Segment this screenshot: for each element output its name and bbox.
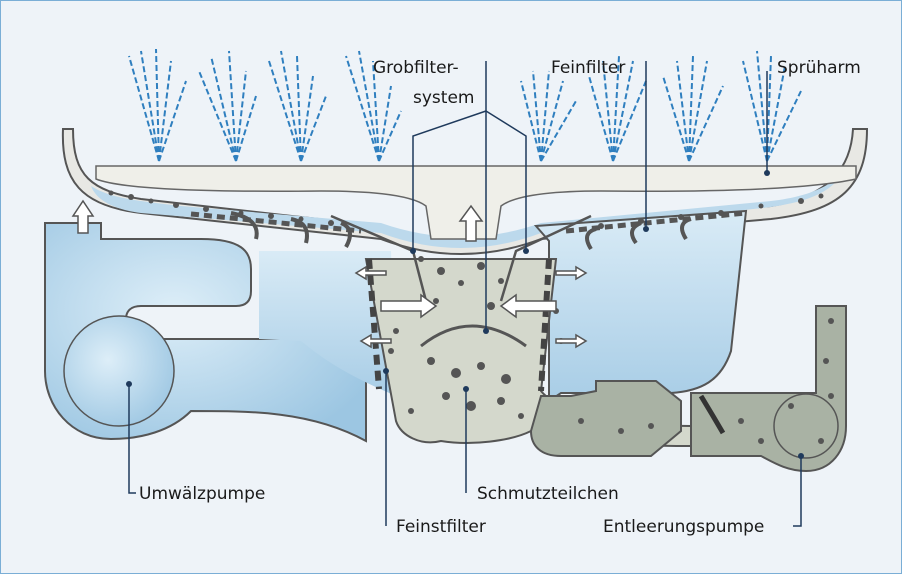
spray-jet (663, 56, 723, 161)
spray-jet (521, 71, 576, 161)
label-schmutzteilchen: Schmutzteilchen (477, 484, 619, 504)
spray-jet (129, 49, 186, 161)
label-spruearm: Sprüharm (777, 58, 861, 78)
label-feinfilter: Feinfilter (551, 58, 625, 78)
label-entleerungspumpe: Entleerungspumpe (603, 517, 764, 537)
drain-pump-chamber (774, 394, 838, 458)
spray-jet (269, 51, 326, 161)
sump-basin (536, 211, 746, 401)
spray-jet (199, 51, 256, 161)
circulation-pump-chamber (64, 316, 174, 426)
label-feinstfilter: Feinstfilter (396, 517, 486, 537)
label-grobfilter-line1: Grobfilter- (373, 58, 459, 78)
label-umwaelzpumpe: Umwälzpumpe (139, 484, 265, 504)
label-grobfilter-line2: system (413, 88, 474, 108)
